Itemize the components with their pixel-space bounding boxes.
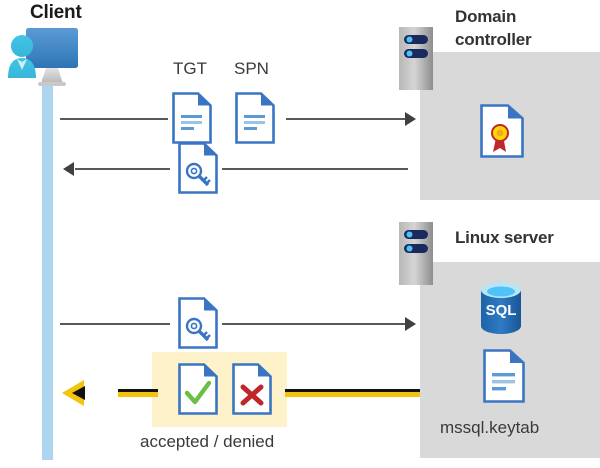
document-cross-icon-denied	[232, 363, 272, 415]
arrowhead-to-client	[63, 162, 74, 176]
client-title: Client	[30, 2, 82, 23]
message-line-request-right	[286, 118, 406, 120]
return-line-right	[285, 389, 420, 397]
sql-label: SQL	[486, 302, 517, 319]
domain-controller-title-line2: controller	[455, 30, 532, 49]
message-line-ticket-right	[222, 168, 408, 170]
tgt-label: TGT	[173, 59, 207, 78]
return-line-left	[118, 389, 158, 397]
return-arrowhead-inner	[72, 386, 85, 400]
domain-controller-title: Domain controller	[455, 5, 532, 51]
document-text-icon-spn	[235, 92, 275, 144]
document-key-icon-ticket	[178, 142, 218, 194]
message-line-request-left	[60, 118, 168, 120]
arrowhead-to-domain-controller	[405, 112, 416, 126]
linux-server-title: Linux server	[455, 228, 554, 247]
sql-database-icon: SQL	[478, 281, 524, 335]
accepted-denied-label: accepted / denied	[140, 432, 275, 451]
message-line-ticket-left	[75, 168, 170, 170]
domain-controller-server-rack-icon	[399, 27, 433, 90]
message-line-auth-right	[222, 323, 406, 325]
document-key-icon-auth	[178, 297, 218, 349]
linux-server-rack-icon	[399, 222, 433, 285]
client-computer-user-icon	[8, 26, 96, 90]
arrowhead-to-linux-server	[405, 317, 416, 331]
message-line-auth-left	[60, 323, 170, 325]
domain-controller-title-line1: Domain	[455, 7, 517, 26]
spn-label: SPN	[234, 59, 269, 78]
client-lifeline	[42, 78, 53, 460]
certificate-document-icon	[480, 104, 524, 158]
keytab-document-icon	[483, 349, 525, 403]
document-text-icon-tgt	[172, 92, 212, 144]
document-check-icon-accepted	[178, 363, 218, 415]
keytab-filename-label: mssql.keytab	[440, 418, 540, 437]
